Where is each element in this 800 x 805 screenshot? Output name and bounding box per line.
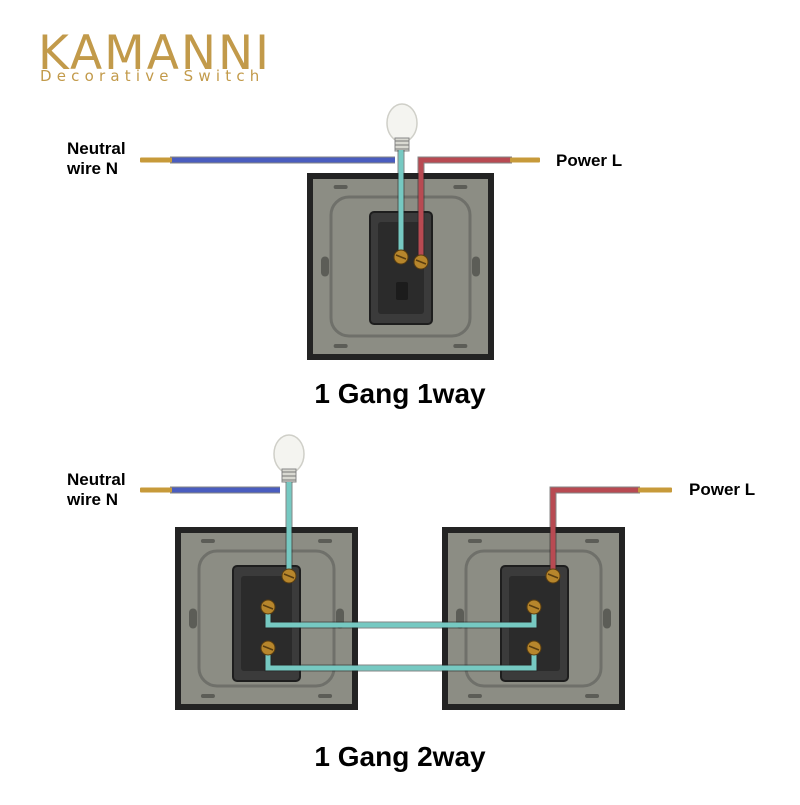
switch-panel-1way-mount-slot bbox=[321, 256, 329, 277]
switch-panel-2way-right-mount-slot bbox=[603, 608, 611, 629]
switch-panel-2way-right-corner-notch bbox=[467, 694, 482, 698]
switch-panel-2way-left-mount-slot bbox=[189, 608, 197, 629]
light-bulb-2way-glass bbox=[273, 434, 305, 474]
power-label-2way: Power L bbox=[689, 480, 756, 499]
neutral-wire-tip-2way bbox=[140, 487, 172, 493]
terminal-screw-1way-b bbox=[413, 254, 429, 270]
neutral-label-line2: wire N bbox=[67, 159, 119, 178]
traveler-wire-a-2way bbox=[265, 607, 537, 628]
terminal-screw-2way-left-l1-slot bbox=[262, 604, 274, 610]
switch-panel-2way-right-corner-notch bbox=[585, 539, 600, 543]
terminal-screw-2way-right-l1 bbox=[526, 599, 542, 615]
neutral-wire-label-1way: Neutral wire N bbox=[67, 139, 126, 179]
switch-1way-toggle bbox=[396, 282, 408, 300]
switch-panel-2way-left-corner-notch bbox=[318, 694, 333, 698]
terminal-screw-2way-left-l2-slot bbox=[262, 645, 274, 651]
terminal-screw-2way-right-common bbox=[545, 568, 561, 584]
switch-panel-2way-right-inner-ring bbox=[464, 549, 603, 688]
terminal-screw-2way-right-l2-slot bbox=[528, 645, 540, 651]
switch-panel-1way-corner-notch bbox=[453, 185, 468, 189]
neutral-wire-tip-1way bbox=[140, 157, 172, 163]
power-wire-tip-2way bbox=[638, 487, 672, 493]
switch-panel-1way-corner-notch bbox=[453, 344, 468, 348]
terminal-screw-2way-left-l1 bbox=[260, 599, 276, 615]
switch-panel-2way-left-corner-notch bbox=[200, 539, 215, 543]
power-wire-2way bbox=[550, 487, 640, 576]
neutral-label-line2: wire N bbox=[67, 490, 119, 509]
neutral-label-line1: Neutral bbox=[67, 139, 126, 158]
switch-panel-2way-right-corner-notch bbox=[467, 539, 482, 543]
terminal-screw-2way-right-common-slot bbox=[547, 573, 559, 579]
brand-logo-name: KAMANNI bbox=[38, 26, 272, 81]
switch-panel-2way-left-inner-ring bbox=[197, 549, 336, 688]
terminal-screw-1way-a bbox=[393, 249, 409, 265]
terminal-screw-2way-right-l2 bbox=[526, 640, 542, 656]
light-bulb-1way bbox=[386, 103, 418, 152]
switch-panel-2way-left-corner-notch bbox=[200, 694, 215, 698]
light-bulb-1way-glass bbox=[386, 103, 418, 143]
caption-1gang-2way: 1 Gang 2way bbox=[314, 741, 486, 772]
traveler-wire-b-2way bbox=[265, 648, 537, 671]
neutral-wire-label-2way: Neutral wire N bbox=[67, 470, 126, 510]
switch-panel-2way-right bbox=[442, 527, 625, 710]
power-wire-tip-1way bbox=[510, 157, 540, 163]
switch-panel-1way-mechanism-face bbox=[378, 222, 424, 314]
switch-panel-2way-right-corner-notch bbox=[585, 694, 600, 698]
terminal-screw-1way-a-slot bbox=[395, 254, 407, 260]
switch-panel-1way-corner-notch bbox=[333, 344, 348, 348]
neutral-label-line1: Neutral bbox=[67, 470, 126, 489]
switch-panel-2way-left-corner-notch bbox=[318, 539, 333, 543]
light-bulb-2way bbox=[273, 434, 305, 483]
switch-panel-1way-mount-slot bbox=[472, 256, 480, 277]
caption-1gang-1way: 1 Gang 1way bbox=[314, 378, 486, 409]
switch-panel-1way-corner-notch bbox=[333, 185, 348, 189]
terminal-screw-2way-left-l2 bbox=[260, 640, 276, 656]
terminal-screw-2way-right-l1-slot bbox=[528, 604, 540, 610]
power-wire-1way bbox=[418, 157, 512, 262]
terminal-screw-2way-left-common-slot bbox=[283, 573, 295, 579]
terminal-screw-2way-left-common bbox=[281, 568, 297, 584]
terminal-screw-1way-b-slot bbox=[415, 259, 427, 265]
brand-logo-tagline: Decorative Switch bbox=[40, 67, 265, 85]
power-label-1way: Power L bbox=[556, 151, 623, 170]
